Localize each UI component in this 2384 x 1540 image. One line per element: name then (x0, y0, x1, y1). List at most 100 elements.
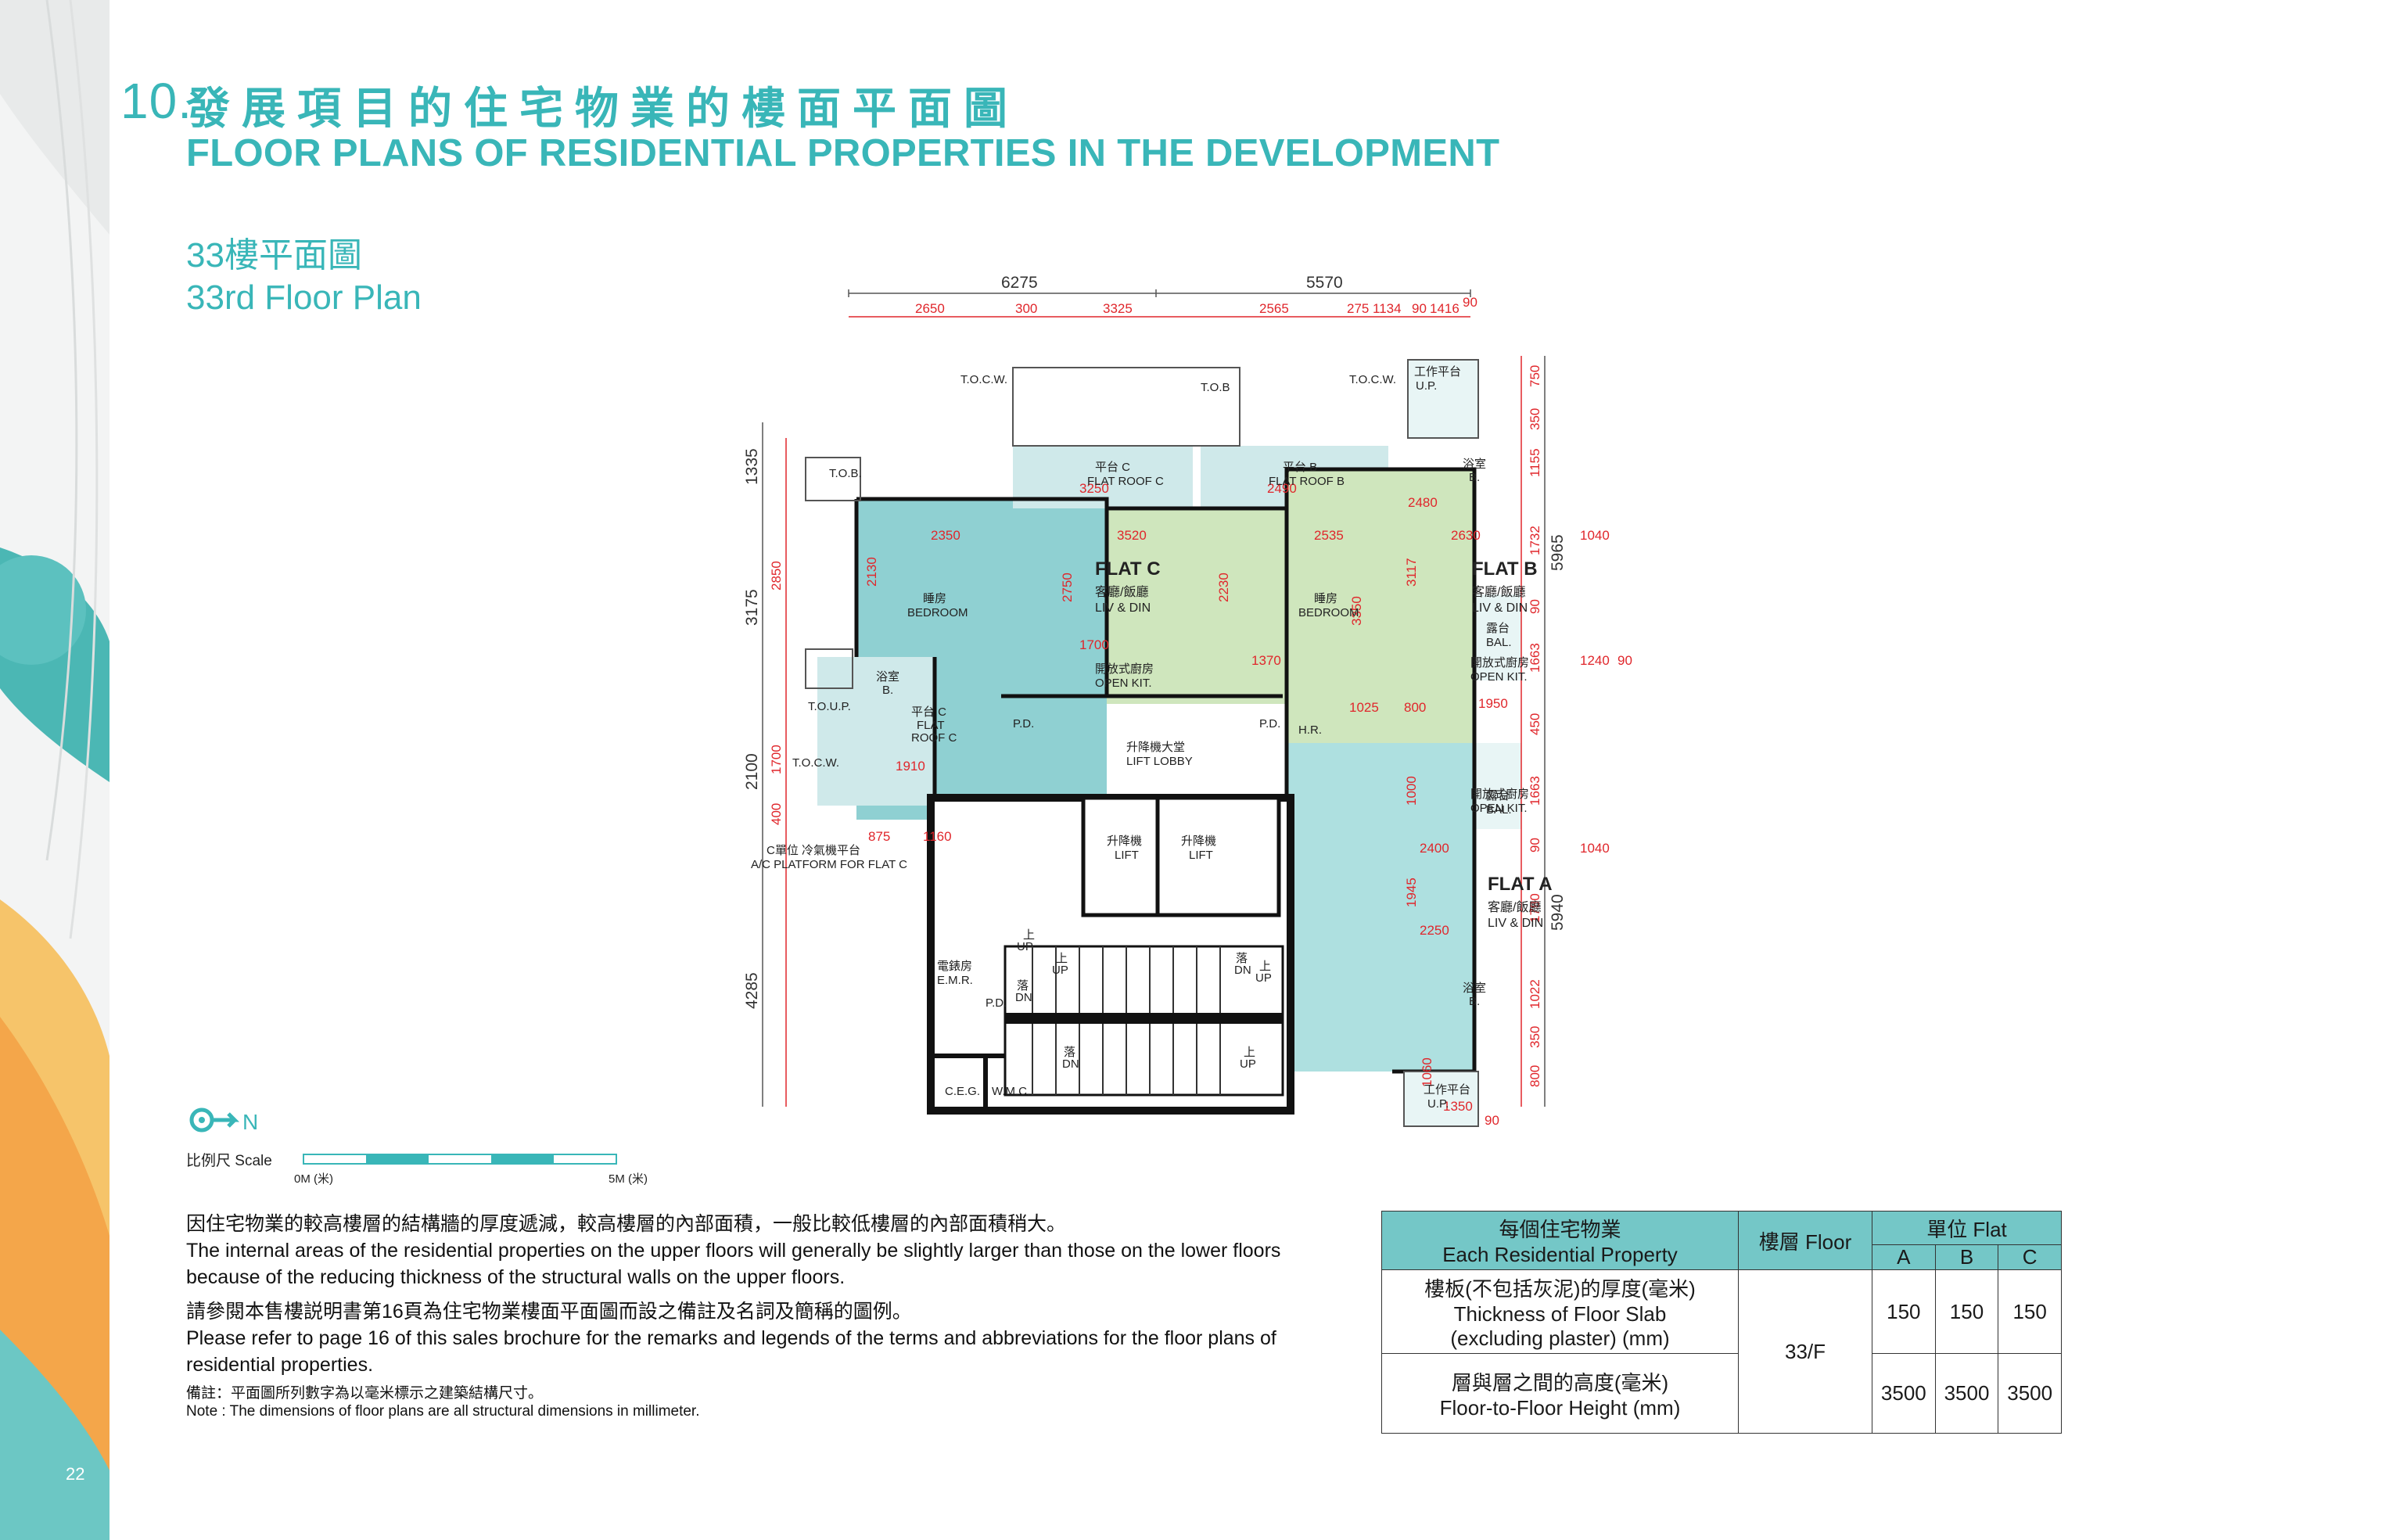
svg-text:90: 90 (1617, 653, 1632, 668)
note-dimensions: 備註：平面圖所列數字為以毫米標示之建築結構尺寸。 Note : The dime… (186, 1384, 1328, 1420)
svg-text:U.P.: U.P. (1416, 379, 1437, 393)
note-internal-areas-zh: 因住宅物業的較高樓層的結構牆的厚度遞減，較高樓層的內部面積，一般比較低樓層的內部… (186, 1213, 1067, 1235)
svg-text:2130: 2130 (864, 557, 879, 587)
flat-b-area (1287, 469, 1474, 790)
svg-text:A/C PLATFORM FOR FLAT C: A/C PLATFORM FOR FLAT C (751, 858, 907, 871)
page-number: 22 (66, 1464, 85, 1484)
svg-text:UP: UP (1240, 1057, 1256, 1071)
svg-text:350: 350 (1528, 408, 1542, 430)
svg-text:1160: 1160 (923, 829, 952, 844)
north-label: N (242, 1110, 258, 1134)
height-c: 3500 (1998, 1353, 2062, 1434)
flat-roof-c2-area (817, 657, 935, 806)
svg-text:2480: 2480 (1408, 495, 1438, 510)
flat-c-room-zh: 客廳/飯廳 (1095, 584, 1148, 599)
svg-text:上: 上 (1056, 952, 1068, 965)
flat-b-label: FLAT B (1472, 558, 1538, 580)
svg-text:FLAT: FLAT (917, 719, 945, 732)
svg-text:T.O.C.W.: T.O.C.W. (1349, 373, 1396, 386)
svg-text:1350: 1350 (1443, 1099, 1473, 1114)
header-flat: 單位 Flat (1872, 1211, 2062, 1245)
svg-text:升降機大堂: 升降機大堂 (1126, 741, 1185, 754)
svg-text:FLAT ROOF B: FLAT ROOF B (1269, 475, 1345, 488)
svg-text:2350: 2350 (931, 528, 960, 543)
svg-text:90: 90 (1528, 599, 1542, 614)
svg-text:1240: 1240 (1580, 653, 1610, 668)
svg-text:2230: 2230 (1216, 573, 1231, 602)
height-a: 3500 (1872, 1353, 1936, 1434)
svg-text:1335: 1335 (743, 448, 761, 485)
svg-text:T.O.U.P.: T.O.U.P. (808, 700, 851, 713)
header-flat-c: C (1998, 1244, 2062, 1270)
scale-start: 0M (米) (294, 1172, 333, 1186)
svg-text:2535: 2535 (1314, 528, 1344, 543)
svg-text:OPEN KIT.: OPEN KIT. (1095, 677, 1152, 690)
note-remarks-zh: 請參閱本售樓説明書第16頁為住宅物業樓面平面圖而設之備註及名詞及簡稱的圖例。 (186, 1301, 912, 1323)
svg-text:800: 800 (1404, 700, 1426, 715)
balcony-b-area (1474, 594, 1521, 680)
north-arrow-icon: N (189, 1107, 258, 1134)
row-label-slab: 樓板(不包括灰泥)的厚度(毫米) Thickness of Floor Slab… (1381, 1269, 1739, 1354)
up-a (1403, 1071, 1479, 1127)
svg-text:電錶房: 電錶房 (937, 960, 972, 973)
svg-text:C單位 冷氣機平台: C單位 冷氣機平台 (767, 844, 860, 857)
dim-left: 1335 3175 2100 4285 (743, 448, 761, 1009)
note-remarks: 請參閱本售樓説明書第16頁為住宅物業樓面平面圖而設之備註及名詞及簡稱的圖例。 P… (186, 1298, 1328, 1378)
svg-text:B.: B. (1469, 995, 1480, 1008)
svg-text:OPEN KIT.: OPEN KIT. (1470, 670, 1528, 684)
flat-a-label: FLAT A (1488, 874, 1553, 895)
svg-text:5965: 5965 (1549, 534, 1567, 571)
svg-text:1022: 1022 (1528, 979, 1542, 1009)
svg-text:LIFT: LIFT (1189, 849, 1213, 862)
svg-text:OPEN KIT.: OPEN KIT. (1470, 802, 1528, 815)
svg-text:P.D.: P.D. (1013, 717, 1034, 731)
svg-text:1060: 1060 (1420, 1057, 1434, 1087)
svg-text:1700: 1700 (769, 745, 784, 774)
svg-text:DN: DN (1062, 1057, 1079, 1071)
svg-text:90: 90 (1463, 295, 1477, 310)
svg-text:5940: 5940 (1549, 894, 1567, 931)
svg-text:2490: 2490 (1267, 481, 1297, 496)
svg-text:LIFT: LIFT (1115, 849, 1139, 862)
svg-text:FLAT ROOF C: FLAT ROOF C (1087, 475, 1164, 488)
svg-text:露台: 露台 (1486, 789, 1510, 802)
dimension-lines (762, 289, 1546, 1107)
svg-text:1370: 1370 (1251, 653, 1281, 668)
svg-text:落: 落 (1236, 952, 1248, 965)
svg-text:LIFT LOBBY: LIFT LOBBY (1126, 755, 1193, 768)
svg-text:3520: 3520 (1117, 528, 1147, 543)
floor-plan: 6275 5570 2650 300 3325 2565 275 1134 90… (743, 274, 1632, 1128)
svg-text:1910: 1910 (896, 759, 925, 774)
dim-right: 5965 5940 750 350 1155 1732 90 1663 450 … (1528, 365, 1567, 1087)
svg-text:開放式廚房: 開放式廚房 (1470, 787, 1529, 801)
svg-text:T.O.C.W.: T.O.C.W. (960, 373, 1007, 386)
svg-text:U.P.: U.P. (1427, 1097, 1449, 1111)
flat-b-room-zh: 客廳/飯廳 (1472, 584, 1525, 599)
svg-text:2850: 2850 (769, 561, 784, 591)
svg-text:睡房: 睡房 (923, 592, 946, 605)
svg-text:1945: 1945 (1404, 878, 1419, 907)
dim-inner: 3250 2490 2480 2350 3520 2535 2630 1040 … (769, 481, 1632, 1128)
svg-text:BEDROOM: BEDROOM (1298, 606, 1359, 619)
svg-text:350: 350 (1528, 1026, 1542, 1048)
svg-text:浴室: 浴室 (876, 670, 899, 684)
svg-text:2100: 2100 (743, 753, 761, 790)
section-number: 10. (120, 73, 192, 129)
balcony-a-area (1474, 743, 1521, 829)
flat-a-room-en: LIV & DIN (1488, 917, 1543, 930)
bay-window-left (805, 457, 861, 501)
svg-text:P.D.: P.D. (986, 996, 1007, 1010)
svg-text:1416: 1416 (1430, 301, 1459, 316)
svg-text:P.D.: P.D. (1259, 717, 1280, 731)
header-flat-a: A (1872, 1244, 1936, 1270)
svg-text:3117: 3117 (1404, 558, 1419, 587)
svg-text:露台: 露台 (1486, 622, 1510, 635)
svg-text:1134: 1134 (1373, 301, 1402, 316)
svg-text:800: 800 (1528, 1065, 1542, 1087)
svg-text:90: 90 (1412, 301, 1427, 316)
svg-text:1780: 1780 (1528, 893, 1542, 923)
height-b: 3500 (1934, 1353, 1999, 1434)
svg-text:90: 90 (1528, 838, 1542, 853)
svg-text:開放式廚房: 開放式廚房 (1470, 655, 1529, 669)
svg-text:90: 90 (1485, 1113, 1499, 1128)
